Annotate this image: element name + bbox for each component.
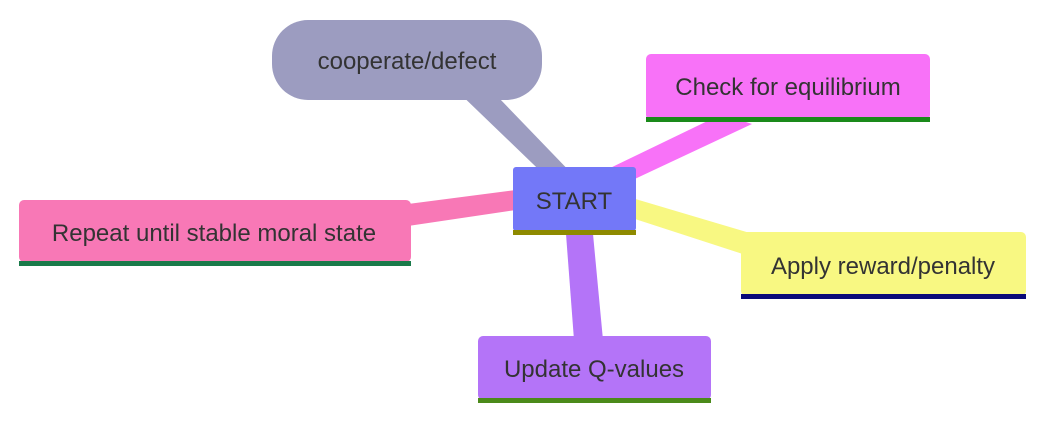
node-repeat-until-stable-shape	[19, 200, 411, 262]
node-repeat-until-stable: Repeat until stable moral state	[19, 200, 411, 266]
node-root-start-shape	[513, 167, 636, 231]
node-cooperate-defect-shape	[272, 20, 542, 100]
node-apply-reward-penalty: Apply reward/penalty	[741, 232, 1026, 299]
node-update-q-values-shape	[478, 336, 711, 400]
node-root-start: START	[513, 167, 636, 235]
node-cooperate-defect-label: cooperate/defect	[318, 48, 497, 75]
node-check-equilibrium-underline	[646, 117, 930, 122]
node-apply-reward-penalty-label: Apply reward/penalty	[771, 253, 995, 280]
node-repeat-until-stable-underline	[19, 261, 411, 266]
node-repeat-until-stable-label: Repeat until stable moral state	[52, 220, 376, 247]
node-update-q-values-underline	[478, 398, 711, 403]
node-update-q-values-label: Update Q-values	[504, 356, 684, 383]
node-check-equilibrium-label: Check for equilibrium	[675, 74, 900, 101]
edge-root-to-equilibrium	[606, 114, 752, 184]
edge-root-to-qvalues	[566, 234, 603, 340]
node-update-q-values: Update Q-values	[478, 336, 711, 403]
node-check-equilibrium-shape	[646, 54, 930, 120]
edge-root-to-repeat	[408, 190, 516, 226]
node-root-start-underline	[513, 230, 636, 235]
node-root-start-label: START	[536, 188, 613, 215]
node-apply-reward-penalty-shape	[741, 232, 1026, 296]
node-apply-reward-penalty-underline	[741, 294, 1026, 299]
node-cooperate-defect: cooperate/defect	[272, 20, 542, 100]
edge-root-to-reward	[632, 198, 760, 258]
node-check-equilibrium: Check for equilibrium	[646, 54, 930, 122]
